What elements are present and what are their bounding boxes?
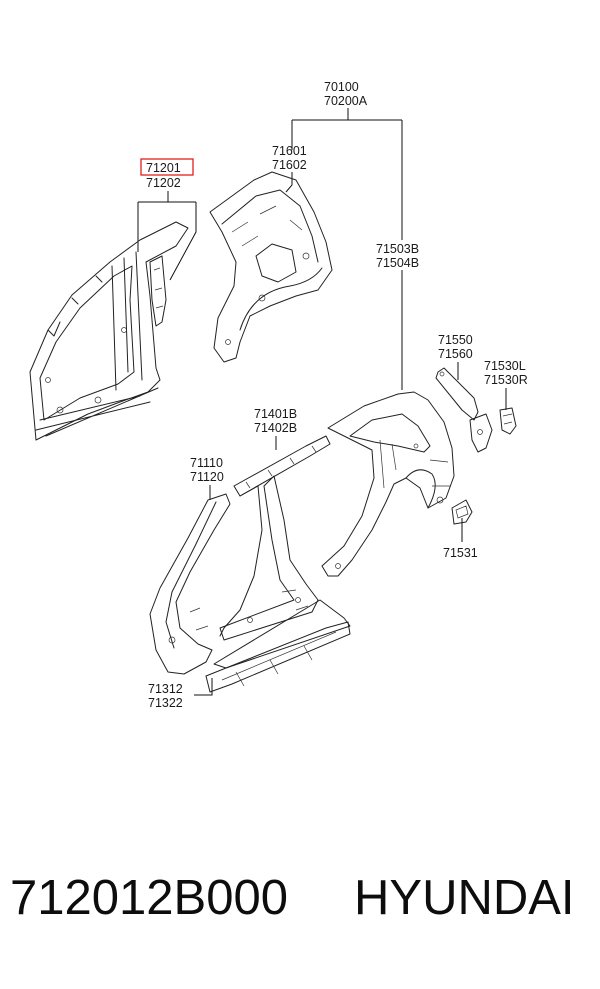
highlight-box: [140, 158, 194, 176]
part-number-caption: 712012B000: [10, 871, 288, 925]
label-71530L: 71530L: [484, 359, 526, 373]
side-outer-panel-part: [149, 475, 351, 675]
quarter-outer-panel-part: [321, 391, 455, 577]
fuel-housing-part: [451, 499, 473, 525]
label-71401B: 71401B: [254, 407, 297, 421]
label-71322: 71322: [148, 696, 183, 710]
label-70200A: 70200A: [324, 94, 368, 108]
label-71120: 71120: [190, 470, 224, 484]
label-71602: 71602: [272, 158, 307, 172]
fuel-hinge-part: [435, 367, 493, 453]
label-71531: 71531: [443, 546, 478, 560]
label-71550: 71550: [438, 333, 473, 347]
quarter-inner-part: [209, 171, 333, 363]
front-pillar-inner-part: [29, 221, 189, 441]
label-71402B: 71402B: [254, 421, 297, 435]
label-70100: 70100: [324, 80, 359, 94]
label-71503B: 71503B: [376, 242, 419, 256]
label-71530R: 71530R: [484, 373, 528, 387]
bracket-71530-part: [499, 407, 517, 435]
label-71201[interactable]: 71201: [146, 161, 181, 175]
side-sill-part: [205, 621, 351, 693]
leader-lines: [137, 108, 507, 696]
label-71312: 71312: [148, 682, 183, 696]
label-71504B: 71504B: [376, 256, 419, 270]
brand-caption: HYUNDAI: [354, 871, 575, 925]
roof-rail-part: [233, 435, 331, 497]
label-71560: 71560: [438, 347, 473, 361]
label-71202: 71202: [146, 176, 181, 190]
label-71601: 71601: [272, 144, 307, 158]
label-71110: 71110: [190, 456, 223, 470]
